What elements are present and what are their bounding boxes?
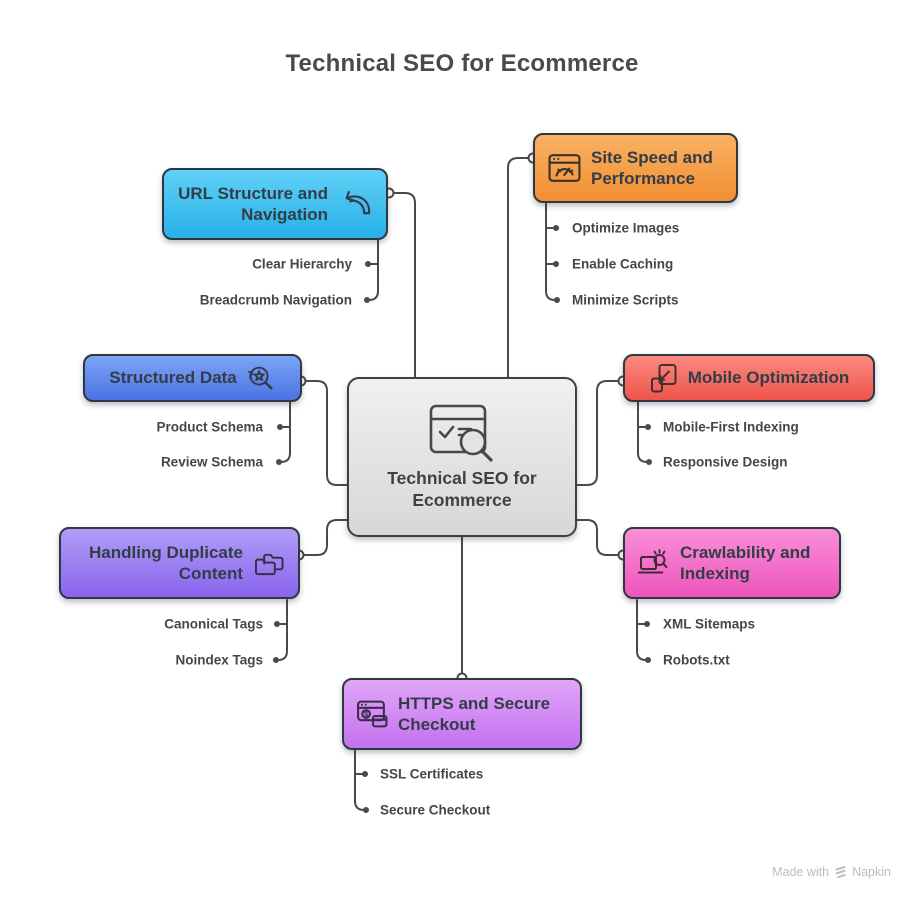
curved-arrow-icon <box>345 190 371 214</box>
branch-label-url-structure: URL Structure and Navigation <box>178 183 328 224</box>
structured-sub-spine <box>280 401 291 463</box>
sub-item-enable-caching[interactable]: Enable Caching <box>572 256 674 272</box>
item-dot <box>273 657 279 663</box>
page-title: Technical SEO for Ecommerce <box>285 50 639 77</box>
https-sub-spine <box>354 749 365 811</box>
branch-label-site-speed: Site Speed and Performance <box>591 147 713 188</box>
sub-item-breadcrumb-navigation[interactable]: Breadcrumb Navigation <box>199 292 352 308</box>
watermark-prefix: Made with <box>772 865 830 879</box>
connector-crawl-to-center <box>576 519 624 556</box>
branch-node-duplicate-content[interactable]: Handling Duplicate Content <box>59 527 300 599</box>
connector-url-to-center <box>388 192 416 378</box>
speedometer-browser-icon <box>548 154 581 182</box>
branch-label-https-checkout: HTTPS and Secure Checkout <box>398 693 551 734</box>
item-dot <box>553 261 559 267</box>
sub-item-product-schema[interactable]: Product Schema <box>156 419 263 435</box>
duplicate-sub-spine <box>277 599 288 661</box>
branch-node-https-checkout[interactable]: $ HTTPS and Secure Checkout <box>342 678 582 750</box>
branch-node-site-speed[interactable]: Site Speed and Performance <box>533 133 738 203</box>
sub-item-minimize-scripts[interactable]: Minimize Scripts <box>572 292 679 308</box>
central-node[interactable]: Technical SEO for Ecommerce <box>347 377 577 537</box>
sub-item-responsive-design[interactable]: Responsive Design <box>663 454 788 470</box>
sub-item-optimize-images[interactable]: Optimize Images <box>572 220 680 236</box>
sub-item-connectors <box>277 202 648 811</box>
sub-item-xml-sitemaps[interactable]: XML Sitemaps <box>663 616 756 632</box>
item-dot <box>277 424 283 430</box>
central-node-label: Technical SEO for Ecommerce <box>387 468 537 510</box>
sub-item-noindex-tags[interactable]: Noindex Tags <box>175 652 263 668</box>
connector-duplicate-to-center <box>298 519 348 556</box>
branch-node-crawlability[interactable]: Crawlability and Indexing <box>623 527 841 599</box>
sub-item-dots <box>273 225 652 813</box>
item-dot <box>553 225 559 231</box>
sub-item-clear-hierarchy[interactable]: Clear Hierarchy <box>252 256 352 272</box>
item-dot <box>364 297 370 303</box>
sub-item-mobile-first-indexing[interactable]: Mobile-First Indexing <box>663 419 799 435</box>
connector-mobile-to-center <box>576 380 624 486</box>
watermark-brand: Napkin <box>852 865 891 879</box>
connector-structured-to-center <box>300 380 348 486</box>
hub-connectors <box>298 157 624 679</box>
item-dot <box>363 807 369 813</box>
watermark[interactable]: Made with Napkin <box>772 865 891 879</box>
sub-item-canonical-tags[interactable]: Canonical Tags <box>164 616 263 632</box>
browser-search-check-icon <box>429 404 493 462</box>
mobile-sub-spine <box>637 401 648 463</box>
item-dot <box>274 621 280 627</box>
item-dot <box>554 297 560 303</box>
branch-node-structured-data[interactable]: Structured Data <box>83 354 302 402</box>
branch-label-mobile-optimization: Mobile Optimization <box>687 368 850 388</box>
sub-item-review-schema[interactable]: Review Schema <box>160 454 263 470</box>
branch-label-structured-data: Structured Data <box>109 368 237 388</box>
sub-item-robots-txt[interactable]: Robots.txt <box>663 652 730 668</box>
sub-item-ssl-certificates[interactable]: SSL Certificates <box>380 766 484 782</box>
item-dot <box>645 424 651 430</box>
branch-node-mobile-optimization[interactable]: Mobile Optimization <box>623 354 875 402</box>
star-magnifier-icon <box>247 366 273 390</box>
branch-node-url-structure[interactable]: URL Structure and Navigation <box>162 168 388 240</box>
branch-label-duplicate-content: Handling Duplicate Content <box>89 542 243 583</box>
svg-text:$: $ <box>364 709 369 718</box>
item-dot <box>365 261 371 267</box>
branch-label-crawlability: Crawlability and Indexing <box>680 542 811 583</box>
item-dot <box>644 621 650 627</box>
crawl-sub-spine <box>636 599 647 661</box>
url-sub-spine <box>368 239 379 301</box>
laptop-search-icon <box>637 549 668 574</box>
item-dot <box>276 459 282 465</box>
sub-item-secure-checkout[interactable]: Secure Checkout <box>380 802 491 818</box>
napkin-logo-icon <box>835 866 846 879</box>
responsive-devices-icon <box>650 364 677 393</box>
item-dot <box>645 657 651 663</box>
item-dot <box>362 771 368 777</box>
speed-sub-spine <box>545 202 556 301</box>
connector-speed-to-center <box>507 157 534 378</box>
item-dot <box>646 459 652 465</box>
secure-payment-browser-icon: $ <box>357 700 388 727</box>
duplicate-folders-icon <box>254 553 284 575</box>
